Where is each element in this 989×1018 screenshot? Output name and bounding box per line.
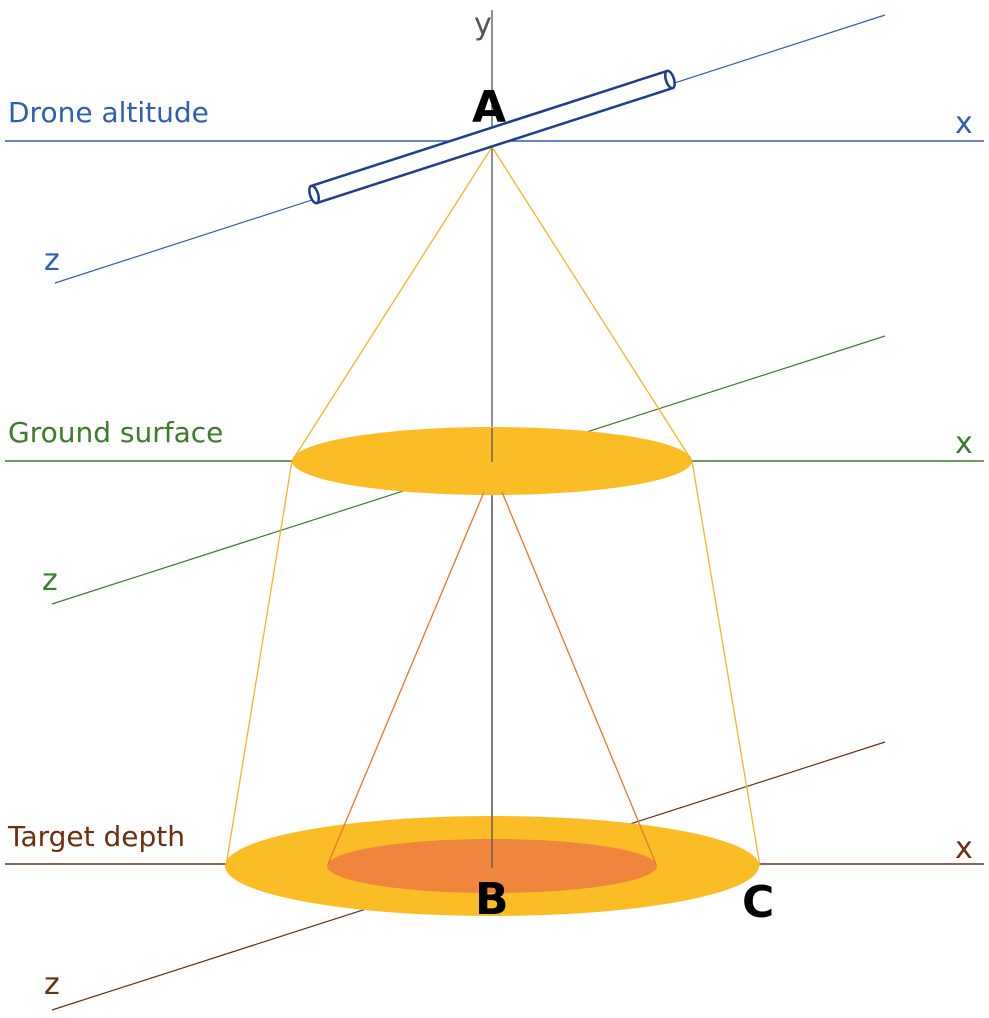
- target-level-name: Target depth: [7, 820, 185, 853]
- drone-level-name: Drone altitude: [8, 96, 209, 129]
- point-a-label: A: [472, 82, 506, 133]
- outer-cone-right-upper: [491, 146, 693, 462]
- ground-x-label: x: [955, 426, 973, 461]
- outer-cone-right-lower: [691, 460, 761, 867]
- drone-z-label: z: [44, 243, 60, 278]
- point-b-label: B: [475, 874, 509, 925]
- ground-level-name: Ground surface: [8, 416, 223, 449]
- drone-cylinder-right-end: [663, 69, 676, 90]
- drone-body: [308, 69, 676, 205]
- drone-level: Drone altitude x z: [5, 14, 984, 284]
- drone-cylinder-left-end: [308, 184, 321, 205]
- outer-cone-left-lower: [225, 460, 293, 867]
- ground-z-label: z: [42, 563, 58, 598]
- target-x-label: x: [955, 831, 973, 866]
- y-axis-label: y: [474, 7, 492, 42]
- outer-cone-left-upper: [291, 146, 493, 462]
- inner-cone-left: [327, 491, 485, 865]
- target-z-label: z: [44, 967, 60, 1002]
- inner-cone-right: [501, 491, 657, 865]
- drone-x-label: x: [955, 106, 973, 141]
- point-c-label: C: [742, 877, 774, 928]
